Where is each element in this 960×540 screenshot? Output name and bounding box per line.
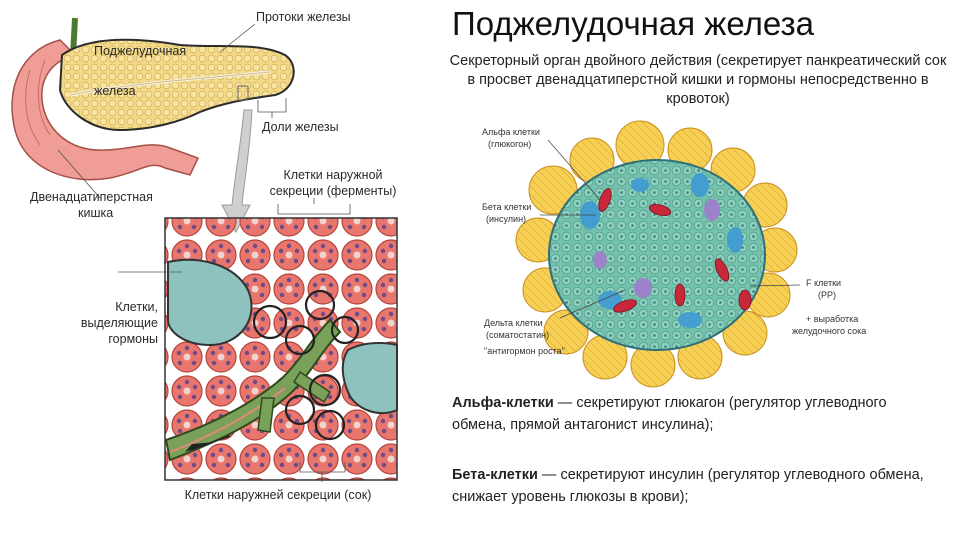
delta-label-line1: Дельта клетки xyxy=(484,318,543,329)
slide-subtitle: Секреторный орган двойного действия (сек… xyxy=(448,52,948,109)
f-note-line2: желудочного сока xyxy=(792,326,866,337)
ducts-label: Протоки железы xyxy=(256,10,351,25)
delta-label-line3: "антигормон роста" xyxy=(484,346,565,357)
alpha-cells-paragraph: Альфа-клетки — секретируют глюкагон (рег… xyxy=(452,392,942,436)
exo-juice-label: Клетки наружней секреции (сок) xyxy=(158,488,398,503)
beta-cells-paragraph: Бета-клетки — секретируют инсулин (регул… xyxy=(452,464,942,508)
f-label-line2: (PP) xyxy=(818,290,836,301)
beta-cells-term: Бета-клетки xyxy=(452,467,538,483)
exo-enzymes-label-line2: секреции (ферменты) xyxy=(258,184,408,199)
lobes-label: Доли железы xyxy=(262,120,339,135)
hormone-cells-label-line2: выделяющие xyxy=(40,316,158,331)
gland-label-line2: железа xyxy=(94,84,136,99)
f-note-line1: + выработка xyxy=(806,314,858,325)
slide-title: Поджелудочная железа xyxy=(452,4,814,44)
hormone-cells-label-line3: гормоны xyxy=(40,332,158,347)
f-label-line1: F клетки xyxy=(806,278,841,289)
duodenum-label-line2: кишка xyxy=(78,206,113,221)
alpha-label-line2: (глюкогон) xyxy=(488,139,531,150)
beta-label-line2: (инсулин) xyxy=(486,214,526,225)
exo-enzymes-label-line1: Клетки наружной xyxy=(264,168,402,183)
delta-label-line2: (соматостатин) xyxy=(486,330,549,341)
beta-label-line1: Бета клетки xyxy=(482,202,531,213)
hormone-cells-label-line1: Клетки, xyxy=(40,300,158,315)
alpha-cells-term: Альфа-клетки xyxy=(452,395,554,411)
tissue-section xyxy=(165,218,397,480)
duodenum-label-line1: Двенадцатиперстная xyxy=(30,190,153,205)
gland-label-line1: Поджелудочная xyxy=(94,44,186,59)
alpha-label-line1: Альфа клетки xyxy=(482,127,540,138)
